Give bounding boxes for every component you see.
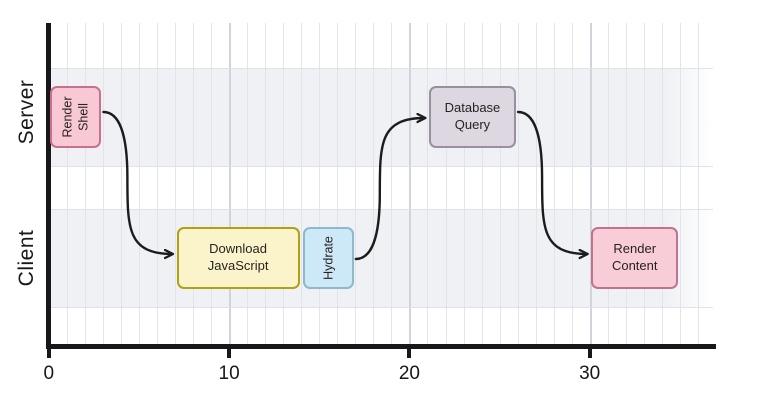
row-boundary-line: [49, 166, 713, 167]
gridline: [679, 23, 681, 344]
gridline: [355, 23, 357, 344]
x-tick-label: 0: [43, 363, 55, 384]
gridline: [211, 23, 213, 344]
row-boundary-line: [49, 209, 713, 210]
y-axis-spine: [46, 23, 51, 349]
gridline: [175, 23, 176, 344]
gridline: [391, 23, 393, 344]
gridline: [697, 23, 699, 344]
gridline: [84, 23, 86, 344]
gridline: [481, 23, 483, 344]
x-tick-label: 20: [398, 363, 420, 384]
gridline: [193, 23, 194, 344]
x-tick: [227, 349, 232, 358]
x-tick: [587, 349, 592, 358]
task-render-shell: Render Shell: [50, 86, 102, 148]
task-hydrate: Hydrate: [302, 227, 354, 289]
gridline: [265, 23, 267, 344]
gridline: [120, 23, 122, 344]
task-label: Database Query: [444, 100, 501, 132]
gridline: [337, 23, 339, 344]
gridline: [319, 23, 321, 344]
task-label: Download JavaScript: [207, 241, 269, 273]
gridline: [301, 23, 303, 344]
y-label-server: Server: [15, 79, 38, 145]
gridline: [625, 23, 627, 344]
gridline: [409, 23, 412, 344]
gridline: [247, 23, 249, 344]
task-label: Hydrate: [321, 236, 336, 280]
gridline: [373, 23, 375, 344]
task-label: Render Content: [611, 241, 658, 273]
gridline: [102, 23, 104, 344]
gridline: [589, 23, 592, 344]
x-tick: [407, 349, 412, 358]
server-row-band: [49, 68, 713, 166]
gridline: [499, 23, 501, 344]
task-download-javascript: Download JavaScript: [176, 227, 300, 289]
gridline: [661, 23, 663, 344]
task-render-content: Render Content: [591, 227, 679, 289]
gridline: [553, 23, 555, 344]
gridline: [427, 23, 429, 344]
gridline: [445, 23, 447, 344]
x-axis-spine: [46, 344, 716, 349]
gridline: [535, 23, 537, 344]
gridline: [283, 23, 285, 344]
gridline: [229, 23, 232, 344]
gridline: [607, 23, 609, 344]
gridline: [643, 23, 645, 344]
x-tick-label: 30: [579, 363, 601, 384]
gridline: [571, 23, 573, 344]
row-boundary-line: [49, 307, 713, 308]
task-label: Render Shell: [60, 96, 91, 138]
task-database-query: Database Query: [428, 86, 517, 148]
gridline: [66, 23, 68, 344]
gridline: [517, 23, 519, 344]
gridline: [157, 23, 158, 344]
y-label-client: Client: [15, 229, 38, 287]
row-boundary-line: [49, 68, 713, 69]
gridline: [138, 23, 140, 344]
x-tick: [46, 349, 51, 358]
x-tick-label: 10: [218, 363, 240, 384]
gridline: [463, 23, 465, 344]
